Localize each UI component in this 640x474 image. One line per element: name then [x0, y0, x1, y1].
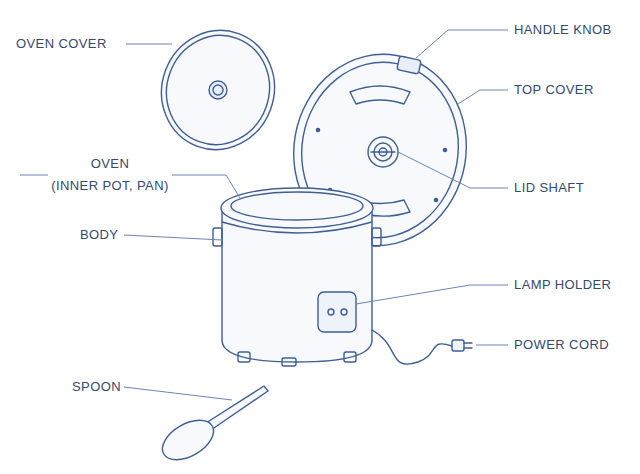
part-label: LAMP HOLDER: [514, 274, 611, 296]
part-label: OVEN COVER: [16, 33, 107, 55]
part-label: LID SHAFT: [514, 177, 584, 199]
part-label: OVEN (INNER POT, PAN): [48, 153, 171, 197]
part-label: HANDLE KNOB: [514, 19, 612, 41]
part-label: SPOON: [72, 376, 121, 398]
part-label: POWER CORD: [514, 334, 609, 356]
part-label: TOP COVER: [514, 79, 594, 101]
part-label: BODY: [80, 224, 118, 246]
